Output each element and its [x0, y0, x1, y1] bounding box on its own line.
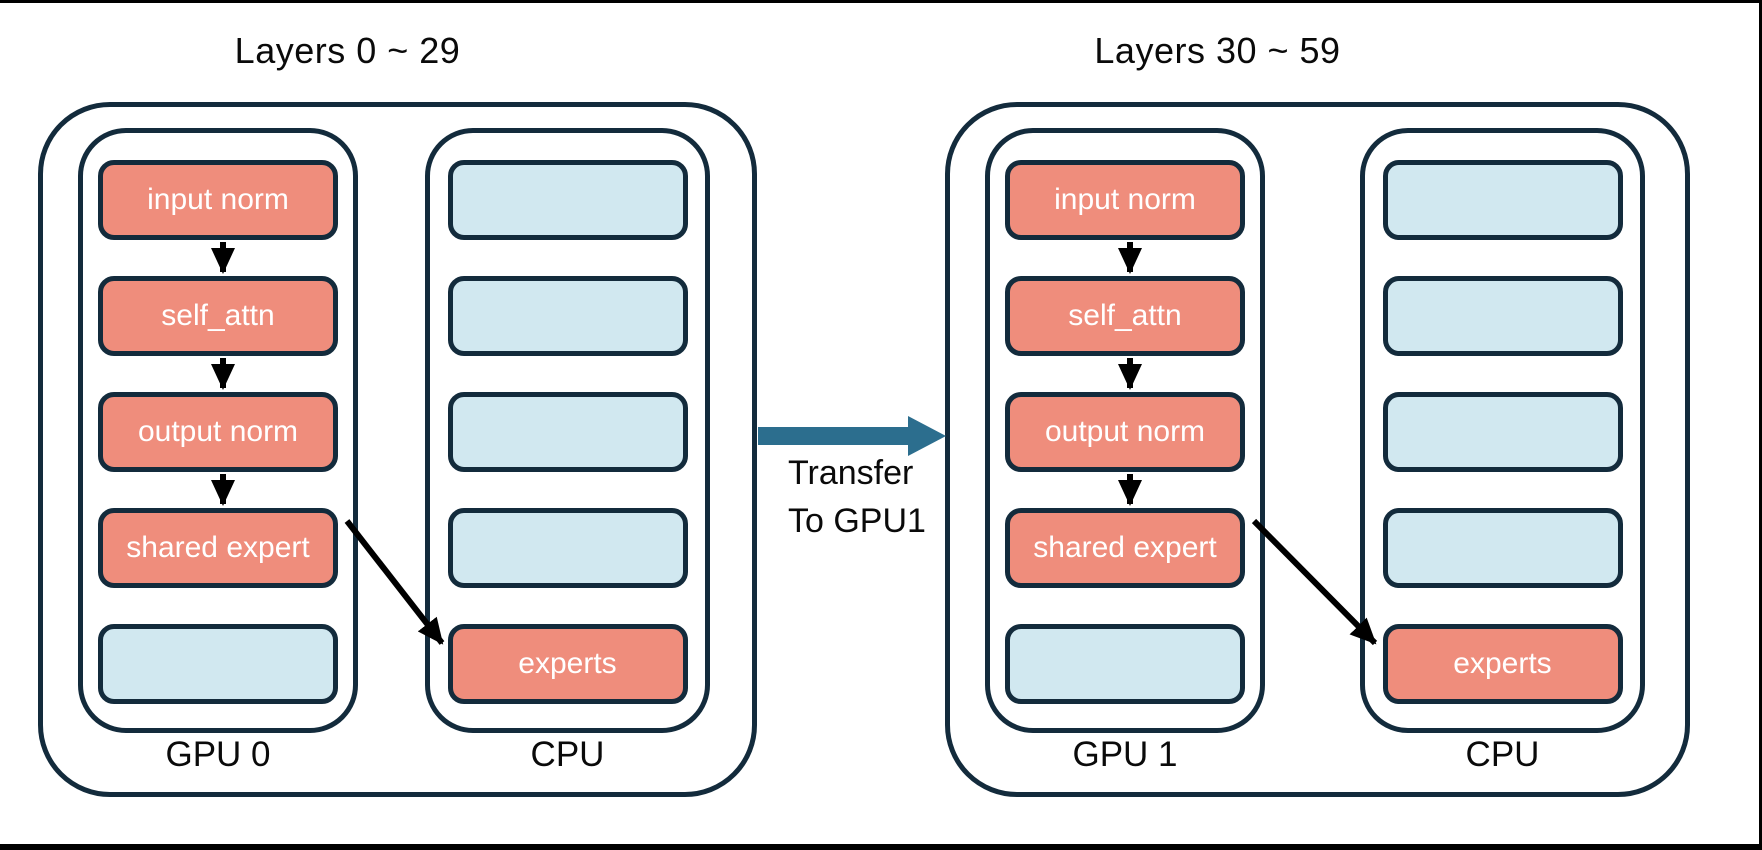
gpu0-column: input norm self_attn output norm shared …: [78, 128, 358, 733]
transfer-label-line1: Transfer: [788, 454, 914, 492]
cpu-label-left: CPU: [530, 735, 605, 774]
frame-bottom-edge: [0, 844, 1762, 850]
cpu-column-right: experts: [1360, 128, 1645, 733]
node-empty: [447, 508, 688, 588]
node-output-norm: output norm: [98, 392, 338, 472]
node-input-norm: input norm: [98, 160, 338, 240]
group-title-layers-0-29: Layers 0 ~ 29: [234, 30, 461, 71]
node-self-attn: self_attn: [98, 276, 338, 356]
node-input-norm: input norm: [1005, 160, 1245, 240]
transfer-label: Transfer To GPU1: [788, 450, 926, 545]
frame-right-edge: [1759, 0, 1762, 850]
layer-group-0-29: input norm self_attn output norm shared …: [38, 102, 757, 797]
node-experts: experts: [1382, 624, 1623, 704]
node-shared-expert: shared expert: [98, 508, 338, 588]
node-empty: [1382, 276, 1623, 356]
gpu1-column: input norm self_attn output norm shared …: [985, 128, 1265, 733]
gpu1-label: GPU 1: [1072, 735, 1178, 774]
node-empty: [447, 160, 688, 240]
node-empty: [1382, 392, 1623, 472]
node-experts: experts: [447, 624, 688, 704]
frame-top-edge: [0, 0, 1762, 3]
layer-group-30-59: input norm self_attn output norm shared …: [945, 102, 1690, 797]
node-empty: [1382, 160, 1623, 240]
node-output-norm: output norm: [1005, 392, 1245, 472]
cpu-column-left: experts: [425, 128, 710, 733]
node-empty: [447, 392, 688, 472]
transfer-label-line2: To GPU1: [788, 501, 926, 540]
cpu-label-right: CPU: [1465, 735, 1540, 774]
node-empty: [447, 276, 688, 356]
gpu0-label: GPU 0: [165, 735, 271, 774]
node-shared-expert: shared expert: [1005, 508, 1245, 588]
node-empty: [98, 624, 338, 704]
node-self-attn: self_attn: [1005, 276, 1245, 356]
node-empty: [1382, 508, 1623, 588]
group-title-layers-30-59: Layers 30 ~ 59: [1094, 30, 1341, 71]
node-empty: [1005, 624, 1245, 704]
